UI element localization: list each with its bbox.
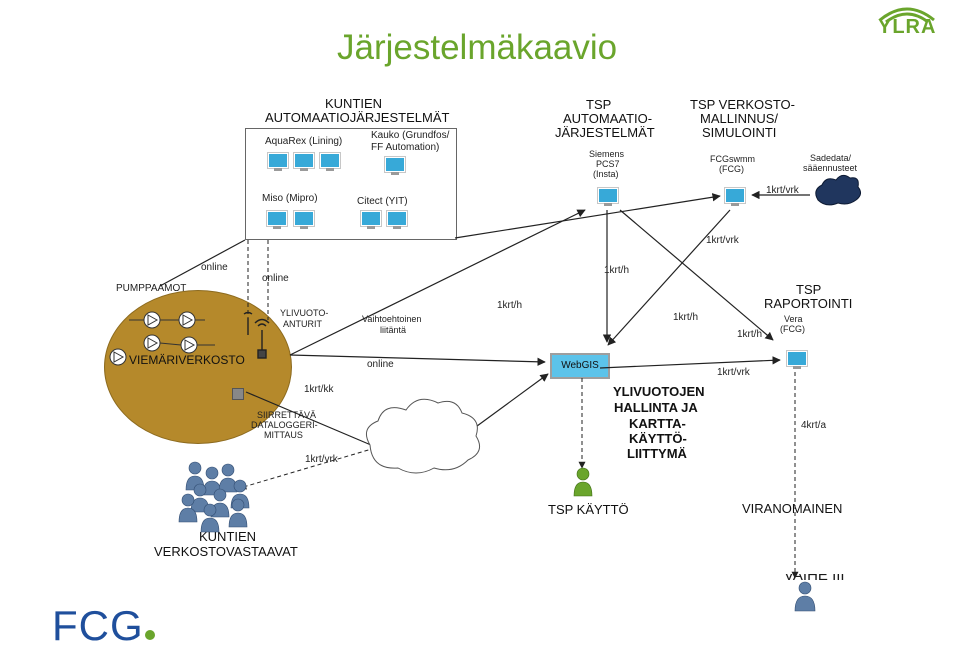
kauko-label-1: Kauko (Grundfos/ [371, 130, 450, 141]
freq-krt-a: 4krt/a [801, 420, 827, 431]
tsp-auto-sub1: Siemens [589, 149, 625, 159]
kuntien-heading-1: KUNTIEN [325, 96, 383, 111]
connector-line [289, 354, 546, 366]
tsp-raportointi-line1: TSP [796, 282, 822, 297]
connector-line [454, 193, 721, 239]
tsp-raportointi-monitor-icon [786, 350, 808, 369]
tsp-auto-sub2: PCS7 [596, 159, 620, 169]
kauko-label-2: FF Automation) [371, 142, 440, 153]
vaihe-clip: VAIHE III [770, 574, 870, 582]
tsp-verkosto-sub1: FCGswmm [710, 154, 755, 164]
tsp-verkosto-line2: MALLINNUS/ [700, 111, 779, 126]
tsp-kaytto-label: TSP KÄYTTÖ [548, 502, 629, 517]
freq-krt-h: 1krt/h [673, 312, 699, 323]
webgis-box: WebGIS [550, 353, 610, 379]
ylivuoto-label-1: YLIVUOTO- [280, 308, 329, 318]
kuntien-verkostovastaavat-1: KUNTIEN [199, 529, 257, 544]
ylivuotojen-label-4: KÄYTTÖ- [629, 431, 687, 446]
kuntien-verkostovastaavat-2: VERKOSTOVASTAAVAT [154, 544, 298, 559]
tsp-verkosto-line3: SIMULOINTI [702, 125, 777, 140]
ylra-logo-arcs [879, 7, 935, 24]
freq-online: online [262, 273, 289, 284]
monitor-icon [293, 210, 315, 229]
viranomainen-label: VIRANOMAINEN [742, 501, 843, 516]
people-group-icon [178, 461, 250, 533]
freq-online: online [201, 262, 228, 273]
connector-line [607, 209, 731, 346]
siirrettava-label-2: DATALOGGERI- [251, 420, 318, 430]
ylivuotojen-label-1: YLIVUOTOJEN [613, 384, 705, 399]
internet-cloud-icon [365, 398, 481, 474]
freq-krt-h: 1krt/h [737, 329, 763, 340]
vaihe-label: VAIHE III [784, 574, 845, 582]
pumppaamot-label: PUMPPAAMOT [116, 283, 187, 294]
ylivuotojen-label-2: HALLINTA JA [614, 400, 698, 415]
kuntien-heading-2: AUTOMAATIOJÄRJESTELMÄT [265, 110, 450, 125]
siirrettava-label-1: SIIRRETTÄVÄ [257, 410, 317, 420]
datalogger-icon [232, 388, 244, 400]
freq-krt-vrk: 1krt/vrk [305, 454, 338, 465]
tsp-auto-line3: JÄRJESTELMÄT [555, 125, 655, 140]
ylra-logo-text: YLRA [878, 16, 937, 38]
tsp-user-icon [573, 467, 593, 497]
freq-krt-h: 1krt/h [604, 265, 630, 276]
citect-label: Citect (YIT) [357, 196, 408, 207]
connector-line [599, 356, 781, 369]
monitor-icon [360, 210, 382, 229]
viemariverkosto-label: VIEMÄRIVERKOSTO [129, 353, 245, 367]
tsp-auto-sub3: (Insta) [593, 169, 619, 179]
freq-krt-vrk: 1krt/vrk [766, 185, 799, 196]
freq-online: online [367, 359, 394, 370]
tsp-auto-line2: AUTOMAATIO- [563, 111, 653, 126]
monitor-icon [266, 210, 288, 229]
page-title: Järjestelmäkaavio [337, 28, 618, 67]
monitor-icon [293, 152, 315, 171]
tsp-verkosto-sub2: (FCG) [719, 164, 744, 174]
ylivuoto-label-2: ANTURIT [283, 319, 322, 329]
tsp-verkosto-line1: TSP VERKOSTO- [690, 97, 795, 112]
monitor-icon [267, 152, 289, 171]
fcg-logo: FCG [52, 602, 144, 649]
freq-krt-kk: 1krt/kk [304, 384, 334, 395]
vaihtoehtoinen-label-2: liitäntä [380, 325, 407, 335]
freq-krt-vrk: 1krt/vrk [706, 235, 739, 246]
aquarex-label: AquaRex (Lining) [265, 136, 343, 147]
tsp-auto-line1: TSP [586, 97, 612, 112]
sadedata-line1: Sadedata/ [810, 153, 852, 163]
tsp-raportointi-line2: RAPORTOINTI [764, 296, 853, 311]
miso-label: Miso (Mipro) [262, 193, 318, 204]
tsp-auto-monitor-icon [597, 187, 619, 206]
monitor-icon [386, 210, 408, 229]
ylivuotojen-label-3: KARTTA- [629, 416, 686, 431]
monitor-icon [319, 152, 341, 171]
freq-krt-h: 1krt/h [497, 300, 523, 311]
fcg-logo-dot [145, 630, 155, 640]
tsp-raportointi-sub1: Vera [784, 314, 803, 324]
sadedata-line2: sääennusteet [803, 163, 858, 173]
tsp-raportointi-sub2: (FCG) [780, 324, 805, 334]
connector-line [446, 373, 549, 449]
siirrettava-label-3: MITTAUS [264, 430, 303, 440]
tsp-verkosto-monitor-icon [724, 187, 746, 206]
vaihtoehtoinen-label-1: Vaihtoehtoinen [362, 314, 422, 324]
ylra-logo: YLRA [872, 2, 942, 38]
authority-user-icon [794, 581, 816, 612]
freq-krt-vrk: 1krt/vrk [717, 367, 750, 378]
ylivuotojen-label-5: LIITTYMÄ [627, 446, 687, 461]
monitor-icon [384, 156, 406, 175]
